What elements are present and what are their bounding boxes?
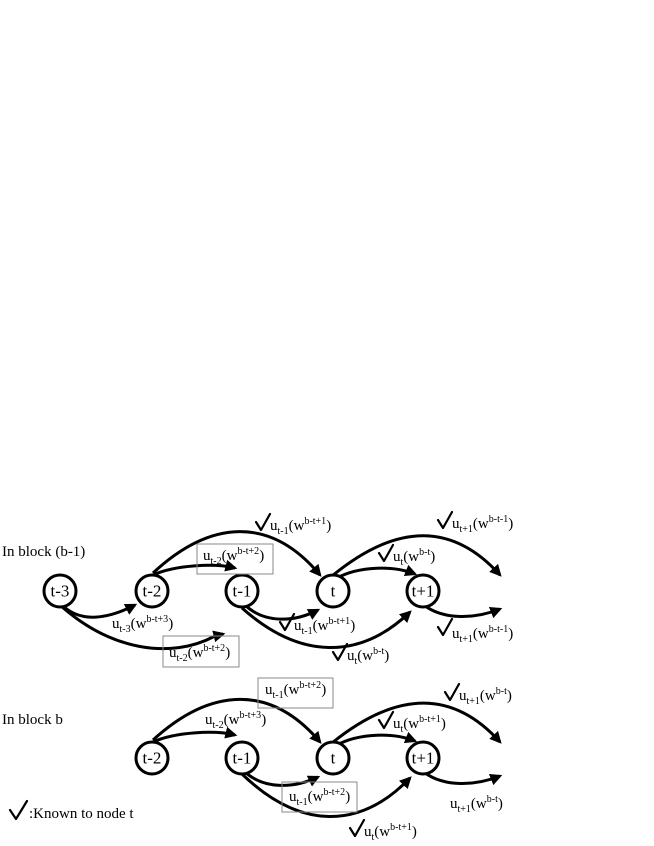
block-title: In block (b-1) (2, 544, 85, 560)
edge-t-to-t+1 (334, 564, 418, 581)
checkmark-icon (377, 543, 395, 563)
edge-t-2-to-t (151, 697, 322, 744)
edge-t-1-to-t (243, 603, 321, 621)
node-label: t-3 (51, 582, 70, 601)
edge-t+1-to-t+2 (424, 771, 503, 786)
legend-text: :Known to node t (29, 806, 134, 822)
edge-label-mid-bottom-short-boxed: ut-1(wb-t+2) (289, 787, 350, 808)
edge-t-to-t+1 (334, 731, 418, 748)
edge-label-right-top-short: ut(wb-t) (393, 547, 435, 568)
checkmark-icon (254, 512, 272, 532)
edge-label-right-bottom-short: ut+1(wb-t-1) (452, 624, 513, 645)
checkmark-icon (436, 617, 454, 637)
checkmark-icon (443, 682, 461, 702)
node-t-2: t-2 (134, 573, 170, 609)
block-b-minus-1: In block (b-1) t-3 t-2 t-1 t t+1 (2, 510, 513, 668)
edge-label-top-long: ut-1(wb-t+1) (270, 516, 331, 537)
node-label: t-2 (143, 582, 162, 601)
node-t: t (315, 573, 351, 609)
label-box (257, 677, 334, 709)
edge-t-2-to-t (151, 530, 322, 577)
edge-t-to-t+2 (331, 701, 502, 745)
edge-label-right-top-long: ut+1(wb-t-1) (452, 514, 513, 535)
edge-t-3-to-t-1 (58, 603, 226, 651)
edge-label-mid-bottom-long: ut(wb-t+1) (364, 822, 417, 843)
label-box (281, 781, 358, 813)
edge-label-bottom-short: ut-3(wb-t+3) (112, 614, 173, 635)
edge-label-top-short: ut-2(wb-t+3) (205, 710, 266, 731)
edge-label-mid-bottom-short: ut-1(wb-t+1) (294, 616, 355, 637)
edge-t-1-to-t+1 (240, 772, 412, 818)
edge-t-2-to-t-1 (152, 726, 238, 744)
node-t-1: t-1 (224, 573, 260, 609)
legend: :Known to node t (8, 799, 134, 822)
checkmark-icon (436, 510, 454, 530)
node-t+1: t+1 (405, 740, 441, 776)
edge-t-1-to-t+1 (240, 606, 412, 649)
edge-t-1-to-t (243, 770, 321, 787)
node-t-1: t-1 (224, 740, 260, 776)
node-label: t-1 (233, 749, 252, 768)
edge-label-right-bottom-short: ut+1(wb-t) (450, 794, 503, 815)
block-title: In block b (2, 712, 63, 728)
checkmark-icon (278, 612, 296, 632)
node-t+1: t+1 (405, 573, 441, 609)
node-label: t+1 (412, 749, 435, 768)
edge-label-top-long-boxed: ut-1(wb-t+2) (265, 680, 326, 701)
node-label: t+1 (412, 582, 435, 601)
node-label: t-2 (143, 749, 162, 768)
node-t: t (315, 740, 351, 776)
edge-label-bottom-long-boxed: ut-2(wb-t+2) (169, 643, 230, 664)
label-box (162, 635, 240, 668)
checkmark-icon (348, 818, 366, 838)
checkmark-icon (331, 642, 349, 662)
node-t-3: t-3 (42, 573, 78, 609)
node-label: t (331, 582, 336, 601)
block-b: In block b t-2 t-1 t t+1 (2, 677, 512, 843)
node-t-2: t-2 (134, 740, 170, 776)
checkmark-icon (8, 799, 29, 821)
edge-label-mid-bottom-long: ut(wb-t) (347, 646, 389, 667)
edge-t-to-t+2 (331, 534, 502, 578)
node-label: t-1 (233, 582, 252, 601)
node-label: t (331, 749, 336, 768)
label-box (196, 543, 274, 575)
edge-label-top-short-boxed: ut-2(wb-t+2) (203, 546, 264, 567)
edge-t+1-to-t+2 (424, 604, 503, 619)
edge-label-right-top-long: ut+1(wb-t) (459, 686, 512, 707)
checkmark-icon (377, 710, 395, 730)
edge-t-2-to-t-1 (152, 559, 238, 577)
edge-label-right-top-short: ut(wb-t+1) (393, 714, 446, 735)
